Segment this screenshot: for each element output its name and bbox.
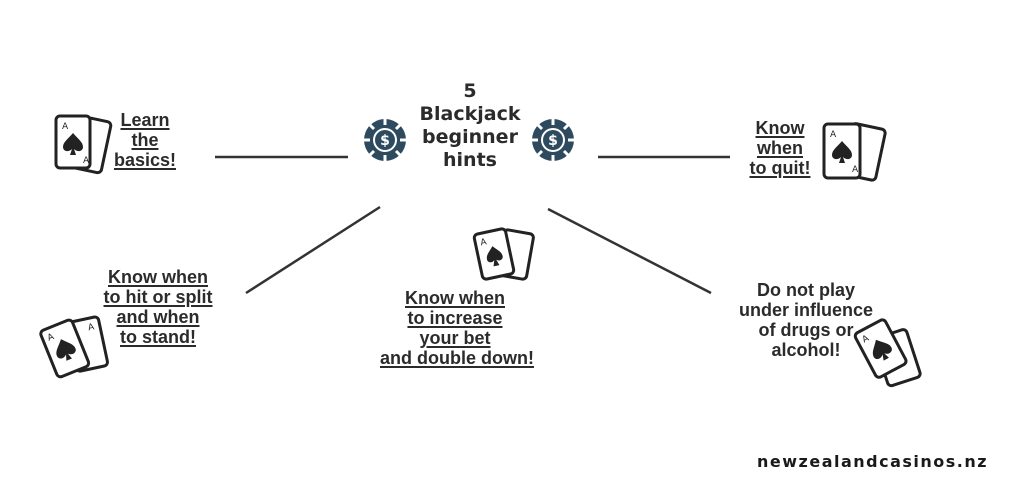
hint-line: and when <box>116 307 200 327</box>
svg-text:A: A <box>46 332 56 344</box>
hint-line: to hit or split <box>103 287 213 307</box>
ace-of-spades-cards-icon: A A <box>54 114 113 175</box>
hint-line: of drugs or <box>758 320 854 340</box>
ace-of-spades-cards-icon: A A <box>822 122 887 182</box>
title-number: 5 <box>463 80 477 102</box>
brand-watermark: newzealandcasinos.nz <box>757 452 989 471</box>
hint-line: when <box>756 138 803 158</box>
ace-of-spades-cards-icon: A <box>853 318 922 388</box>
ace-of-spades-cards-icon: A A <box>39 315 109 379</box>
poker-chip-icon: $ <box>364 119 406 161</box>
svg-text:A: A <box>861 333 872 345</box>
page-title: 5 Blackjack beginner hints <box>405 80 535 172</box>
hint-learn-basics: Learn the basics! <box>110 110 180 170</box>
hint-increase-bet: Know when to increase your bet and doubl… <box>380 288 534 368</box>
hint-line: Learn <box>120 110 170 130</box>
poker-chip-icon: $ <box>532 119 574 161</box>
connector-line-influence <box>547 207 712 295</box>
ace-of-spades-cards-icon: A <box>472 227 535 281</box>
title-line-2: Blackjack <box>419 103 521 125</box>
connector-line-hit-split <box>245 205 381 295</box>
svg-text:A: A <box>83 156 90 166</box>
hint-line: under influence <box>738 300 873 320</box>
hint-do-not-play-under-influence: Do not play under influence of drugs or … <box>738 280 874 360</box>
hint-line: alcohol! <box>771 340 841 360</box>
svg-text:A: A <box>479 237 488 248</box>
hint-line: to stand! <box>120 327 196 347</box>
hint-line: Know <box>755 118 805 138</box>
hint-line: the <box>131 130 159 150</box>
title-line-3: beginner <box>422 126 518 148</box>
hint-line: and double down! <box>380 348 534 368</box>
hint-line: to quit! <box>749 158 811 178</box>
hint-hit-or-split: Know when to hit or split and when to st… <box>98 267 218 347</box>
hint-line: your bet <box>419 328 491 348</box>
hint-line: to increase <box>407 308 503 328</box>
svg-text:A: A <box>62 122 69 132</box>
hint-line: Know when <box>405 288 505 308</box>
svg-text:A: A <box>852 165 859 175</box>
hint-know-when-to-quit: Know when to quit! <box>745 118 815 178</box>
title-line-4: hints <box>443 149 497 171</box>
svg-text:$: $ <box>548 133 558 149</box>
hint-line: Do not play <box>757 280 855 300</box>
svg-text:A: A <box>830 130 837 140</box>
hint-line: basics! <box>113 150 177 170</box>
svg-text:A: A <box>87 322 96 333</box>
hint-line: Know when <box>108 267 208 287</box>
svg-text:$: $ <box>380 133 390 149</box>
